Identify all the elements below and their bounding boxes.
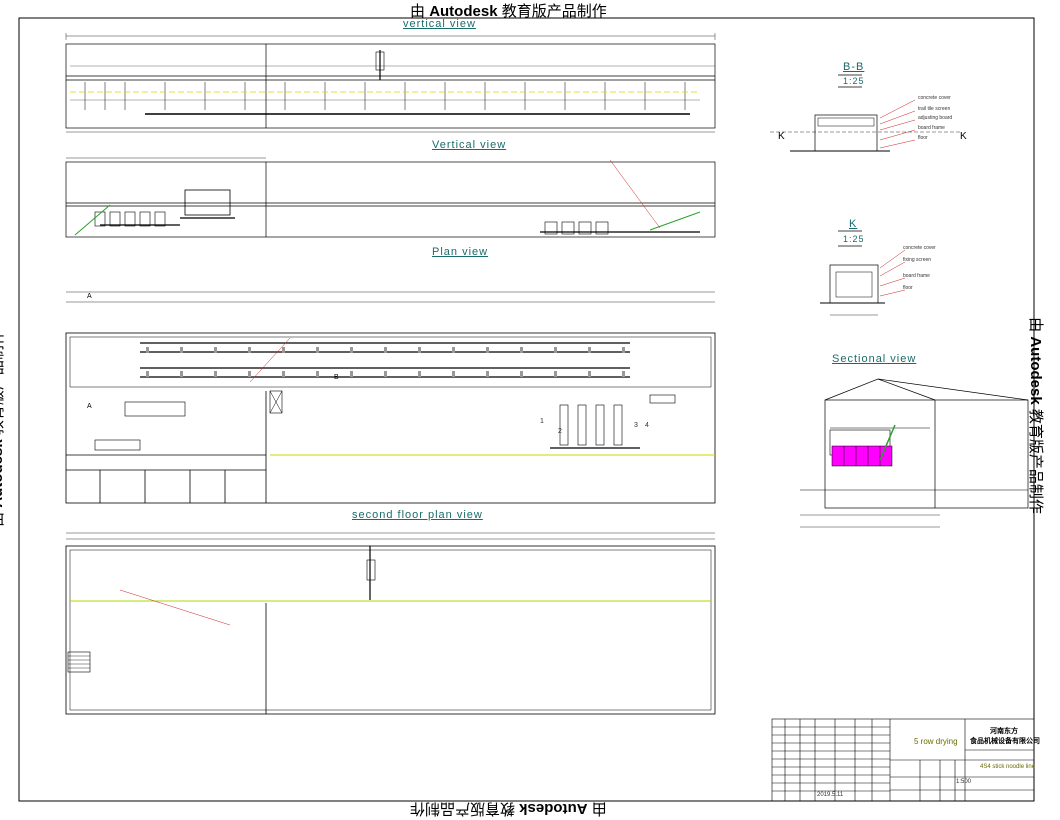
watermark-brand: Autodesk xyxy=(429,3,498,20)
section-k-drawing xyxy=(820,230,885,316)
section-bb-accents xyxy=(879,99,916,149)
callout-1: 1 xyxy=(540,418,544,425)
middle-red-leader xyxy=(609,159,661,229)
sectional-magenta-block xyxy=(831,445,893,467)
plan-stair-x2 xyxy=(269,390,283,414)
watermark-bottom: 由 Autodesk 教育版产品制作 xyxy=(410,799,607,820)
view-title-section-k: K xyxy=(849,218,858,230)
marker-a-plan-2: A xyxy=(87,403,92,410)
watermark-suffix: 教育版产品制作 xyxy=(501,3,607,20)
watermark-brand: Autodesk xyxy=(1026,336,1044,405)
title-block-date: 2019.5.11 xyxy=(817,792,844,798)
watermark-suffix: 教育版产品制作 xyxy=(410,800,516,817)
sectional-magenta-dividers xyxy=(843,446,881,466)
top-vertical-view xyxy=(65,33,716,133)
view-title-section-bb: B-B xyxy=(843,61,865,73)
watermark-suffix: 教育版产品制作 xyxy=(0,330,6,436)
second-floor-plan xyxy=(65,532,716,715)
middle-green-line xyxy=(74,204,111,236)
title-block-company-line2: 食品机械设备有限公司 xyxy=(970,738,1040,745)
view-title-sectional: Sectional view xyxy=(832,353,917,365)
callout-2: 2 xyxy=(558,428,562,435)
view-title-middle-vertical: Vertical view xyxy=(432,139,507,151)
drawing-frame xyxy=(18,17,1035,802)
title-block-drawing-name: 5 row drying xyxy=(914,737,958,746)
plan-grey-columns xyxy=(146,347,625,377)
bb-label-floor: floor xyxy=(918,135,928,141)
view-scale-section-bb: 1:25 xyxy=(843,76,865,86)
bb-label-trail-tile-screen: trail tile screen xyxy=(918,106,951,112)
k-label-concrete-cover: concrete cover xyxy=(903,245,936,251)
watermark-prefix: 由 xyxy=(410,3,426,20)
plan-machines xyxy=(550,394,676,449)
bb-label-adjusting-board: adjusting board xyxy=(918,115,953,121)
watermark-prefix: 由 xyxy=(0,512,6,527)
second-floor-red-leader xyxy=(119,589,231,626)
watermark-left: 由 Autodesk 教育版产品制作 xyxy=(0,330,7,527)
watermark-brand: Autodesk xyxy=(0,439,6,508)
section-k-accents xyxy=(879,249,906,297)
plan-stair xyxy=(269,390,283,414)
watermark-prefix: 由 xyxy=(1026,317,1044,333)
middle-view-machines xyxy=(94,211,609,235)
middle-green-line-2 xyxy=(649,211,701,231)
plan-view xyxy=(65,291,716,504)
sectional-green-line xyxy=(879,424,896,461)
view-title-top-vertical: vertical view xyxy=(403,18,476,30)
title-block-company-line1: 河南东方 xyxy=(990,728,1018,735)
marker-k-right: K xyxy=(960,131,967,142)
title-block-scale: 1:500 xyxy=(956,779,972,785)
marker-b-plan: B xyxy=(334,374,339,381)
middle-vertical-view xyxy=(65,157,716,238)
plan-red-leader xyxy=(249,337,291,383)
watermark-prefix: 由 xyxy=(591,800,607,817)
top-view-ticks xyxy=(84,82,686,110)
title-block xyxy=(771,718,1035,802)
k-label-fixing-screen: fixing screen xyxy=(903,257,932,263)
watermark-right: 由 Autodesk 教育版产品制作 xyxy=(1026,317,1047,514)
callout-3: 3 xyxy=(634,422,638,429)
watermark-suffix: 教育版产品制作 xyxy=(1026,408,1044,514)
k-label-floor: floor xyxy=(903,285,913,291)
sectional-view-drawing xyxy=(800,378,1029,528)
marker-k-left: K xyxy=(778,131,785,142)
view-scale-section-k: 1:25 xyxy=(843,234,865,244)
bb-label-concrete-cover: concrete cover xyxy=(918,95,951,101)
watermark-brand: Autodesk xyxy=(519,800,588,817)
view-title-second-floor: second floor plan view xyxy=(352,509,483,521)
title-block-product: 4S4 stick noodle line xyxy=(980,764,1036,770)
bb-label-board-frame: board frame xyxy=(918,125,945,131)
k-label-board-frame: board frame xyxy=(903,273,930,279)
view-title-plan: Plan view xyxy=(432,246,489,258)
marker-a-plan: A xyxy=(87,293,92,300)
watermark-top: 由 Autodesk 教育版产品制作 xyxy=(410,0,607,21)
section-bb-drawing xyxy=(770,74,960,152)
callout-4: 4 xyxy=(645,422,649,429)
